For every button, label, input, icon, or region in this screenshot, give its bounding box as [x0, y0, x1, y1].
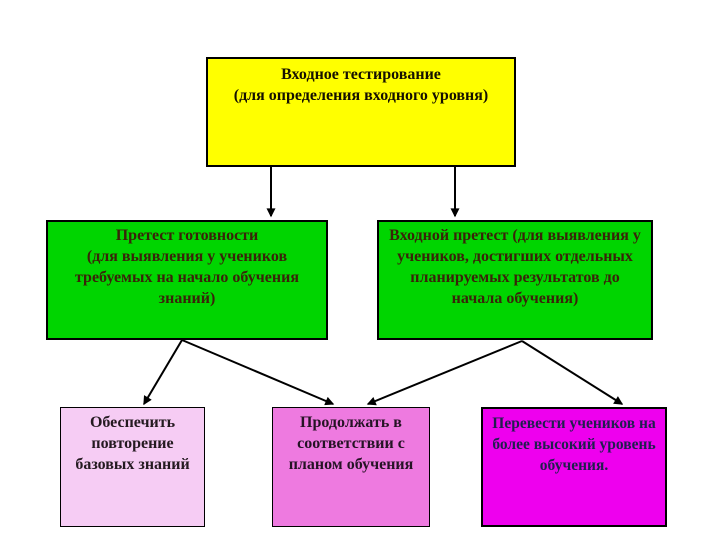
- box-entry-testing: Входное тестирование (для определения вх…: [206, 57, 516, 167]
- box-line: более высокий уровень: [492, 436, 656, 453]
- box-line: Входное тестирование: [281, 66, 441, 83]
- box-line: Перевести учеников на: [492, 415, 656, 432]
- arrow-input-to-advance: [521, 340, 624, 405]
- box-continue-plan: Продолжать в соответствии с планом обуче…: [272, 407, 430, 527]
- box-line: Претест готовности: [115, 227, 259, 244]
- box-line: обучения.: [539, 457, 609, 474]
- box-line: требуемых на начало обучения: [75, 269, 299, 286]
- box-line: соответствии с: [297, 435, 405, 452]
- box-line: планом обучения: [288, 456, 414, 473]
- box-line: (для выявления у учеников: [86, 248, 288, 265]
- box-repeat-basics: Обеспечить повторение базовых знаний: [60, 407, 205, 527]
- box-line: Обеспечить: [89, 414, 176, 431]
- arrow-input-to-continue: [366, 340, 523, 406]
- arrow-readiness-to-continue: [181, 339, 335, 406]
- box-line: (для определения входного уровня): [233, 87, 489, 104]
- box-line: Продолжать в: [300, 414, 402, 431]
- box-advance-level: Перевести учеников на более высокий уров…: [481, 407, 667, 527]
- box-line: повторение: [91, 435, 174, 452]
- box-line: Входной претест (для выявления у: [389, 227, 641, 244]
- box-line: начала обучения): [451, 290, 579, 307]
- box-input-pretest: Входной претест (для выявления у ученико…: [377, 220, 653, 340]
- box-line: знаний): [158, 290, 216, 307]
- box-line: планируемых результатов до: [410, 269, 620, 286]
- box-line: базовых знаний: [75, 456, 190, 473]
- box-line: учеников, достигших отдельных: [397, 248, 633, 265]
- arrow-readiness-to-repeat: [143, 339, 183, 406]
- box-readiness-pretest: Претест готовности (для выявления у учен…: [46, 220, 328, 340]
